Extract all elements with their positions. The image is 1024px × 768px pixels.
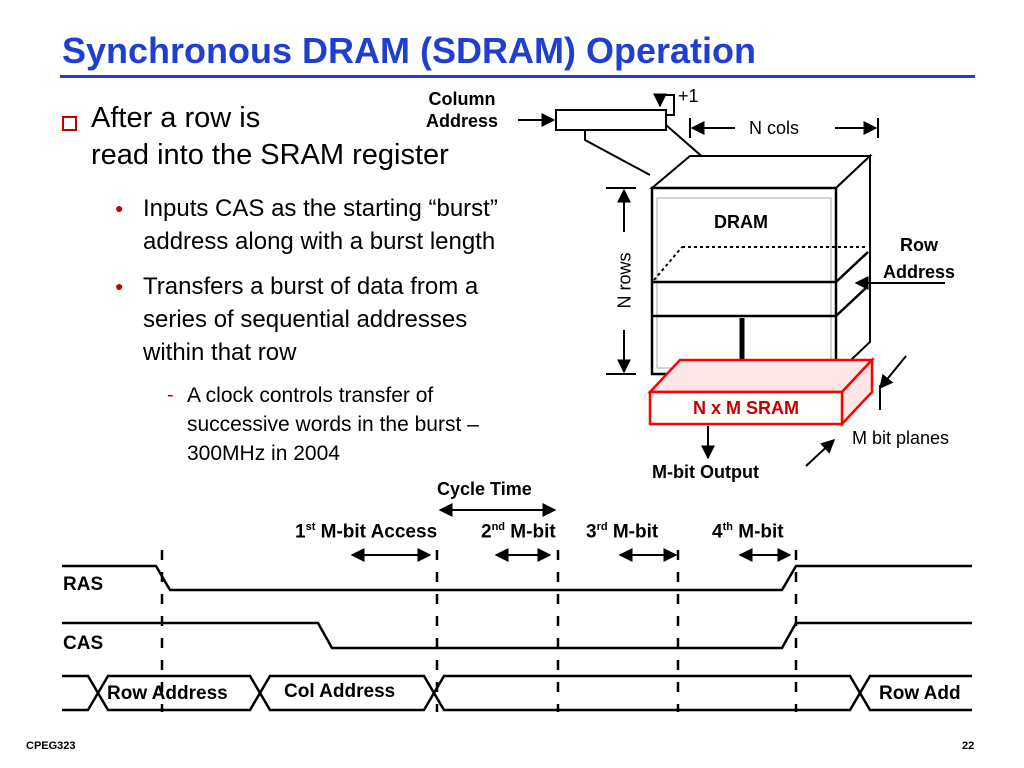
access-3-sup: rd — [596, 521, 608, 533]
row-address-line1: Row — [900, 235, 939, 255]
sram-label: N x M SRAM — [692, 398, 799, 418]
sub-bullet-3-line1: A clock controls transfer of — [187, 384, 434, 407]
access-1-num: 1 — [295, 521, 306, 543]
access-4-rest: M-bit — [732, 521, 784, 543]
access-4-num: 4 — [712, 521, 723, 543]
access-2-rest: M-bit — [505, 521, 556, 543]
plus-one-label: +1 — [678, 86, 699, 106]
sub-bullet-2-line2: series of sequential addresses — [143, 306, 468, 333]
column-address-line2: Address — [426, 111, 499, 131]
cycle-time-label: Cycle Time — [437, 479, 532, 499]
m-bit-output-label: M-bit Output — [652, 462, 759, 482]
sub-bullet-2: Transfers a burst of data from a series … — [143, 270, 478, 369]
slide-title: Synchronous DRAM (SDRAM) Operation — [62, 30, 757, 71]
sub-bullet-3-line2: successive words in the burst – — [187, 413, 479, 436]
title-underline — [60, 75, 975, 78]
n-rows-label: N rows — [614, 252, 635, 309]
col-address-bus-label: Col Address — [284, 681, 396, 702]
sub-bullet-2-line1: Transfers a burst of data from a — [143, 273, 479, 300]
access-2-sup: nd — [491, 521, 506, 533]
main-bullet-line2: read into the SRAM register — [91, 139, 449, 171]
sub-bullet-3: A clock controls transfer of successive … — [187, 381, 479, 468]
access-4-label: 4th M-bit — [712, 521, 784, 543]
cas-waveform — [62, 621, 972, 650]
row-address-bus-label: Row Address — [107, 683, 228, 704]
column-address-line1: Column — [428, 89, 496, 109]
row-add-bus-label: Row Add — [879, 683, 961, 704]
ras-waveform — [62, 564, 972, 592]
sub-bullet-1-line1: Inputs CAS as the starting “burst” — [143, 195, 498, 222]
sub-bullet-1: Inputs CAS as the starting “burst” addre… — [143, 192, 498, 258]
footer-course: CPEG323 — [26, 740, 76, 752]
square-bullet-icon — [62, 116, 77, 131]
access-3-num: 3 — [586, 521, 597, 543]
address-bus-waveform — [62, 674, 972, 712]
m-bit-planes-label: M bit planes — [852, 428, 950, 448]
dram-label: DRAM — [714, 212, 768, 232]
access-2-num: 2 — [481, 521, 492, 543]
access-4-sup: th — [722, 521, 733, 533]
n-cols-label: N cols — [749, 118, 800, 138]
column-address-label: Column Address — [426, 88, 498, 132]
column-address-register — [555, 109, 667, 131]
access-1-sup: st — [305, 521, 316, 533]
footer-page-number: 22 — [962, 740, 975, 752]
main-bullet-text: After a row is read into the SRAM regist… — [91, 100, 449, 174]
row-address-label: Row Address — [883, 232, 955, 286]
cas-label: CAS — [63, 633, 104, 654]
access-3-rest: M-bit — [607, 521, 659, 543]
sram-register — [648, 390, 844, 426]
access-1-rest: M-bit Access — [315, 521, 438, 543]
row-address-line2: Address — [883, 262, 956, 282]
round-bullet-icon: ● — [115, 200, 124, 216]
access-3-label: 3rd M-bit — [586, 521, 658, 543]
increment-loop — [653, 93, 675, 116]
sub-bullet-2-line3: within that row — [143, 339, 297, 366]
round-bullet-icon: ● — [115, 278, 124, 294]
dash-bullet-icon: - — [167, 384, 174, 406]
access-1-label: 1st M-bit Access — [295, 521, 437, 543]
sub-bullet-3-line3: 300MHz in 2004 — [187, 442, 340, 465]
main-bullet-line1: After a row is — [91, 102, 261, 134]
ras-label: RAS — [63, 574, 104, 595]
access-2-label: 2nd M-bit — [481, 521, 556, 543]
sub-bullet-1-line2: address along with a burst length — [143, 228, 496, 255]
